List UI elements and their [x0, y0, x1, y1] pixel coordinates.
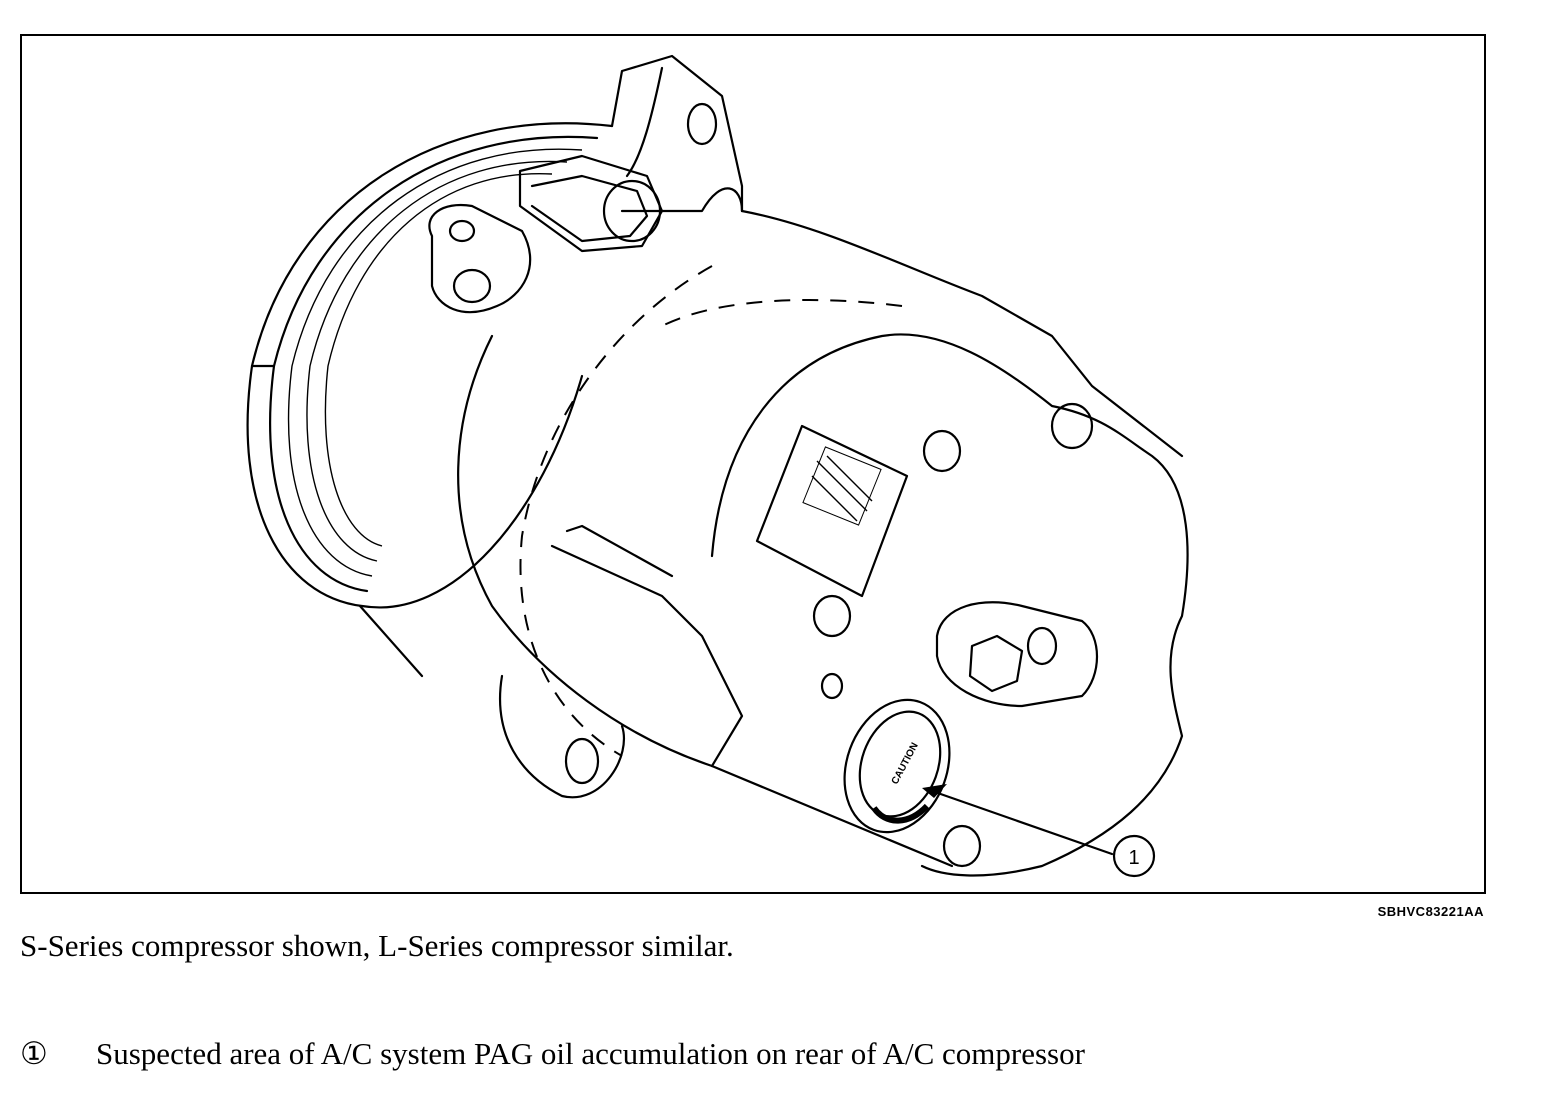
callout-number: 1	[1128, 847, 1139, 869]
figure-id: SBHVC83221AA	[1377, 904, 1484, 919]
figure-caption: S-Series compressor shown, L-Series comp…	[20, 928, 734, 963]
legend-text: Suspected area of A/C system PAG oil acc…	[96, 1036, 1085, 1071]
callout-1: 1	[1112, 834, 1156, 878]
label-barcode	[802, 446, 882, 526]
legend-number: ①	[20, 1036, 48, 1071]
compressor-body	[428, 54, 1184, 868]
legend-item: ① Suspected area of A/C system PAG oil ac…	[20, 1036, 1085, 1072]
compressor-illustration: CAUTION 1	[20, 34, 1486, 894]
rear-cover: CAUTION	[710, 333, 1189, 877]
caution-label: CAUTION	[890, 741, 921, 786]
pulley	[246, 122, 614, 678]
